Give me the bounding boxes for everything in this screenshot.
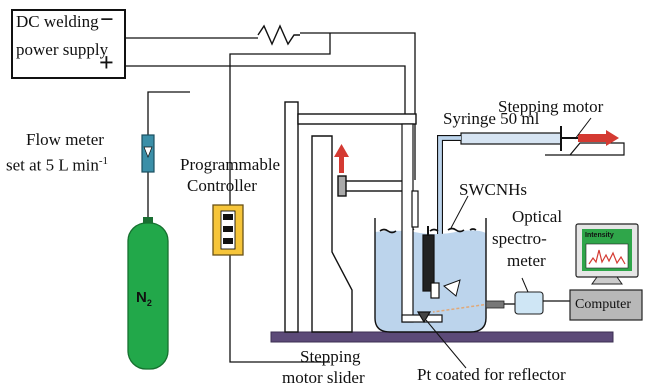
- power-supply-title-line1: DC welding: [16, 12, 99, 31]
- slider-direction-arrow: [334, 144, 349, 173]
- stand-post: [284, 101, 299, 333]
- optical-probe: [485, 300, 505, 309]
- n2-cylinder-valve: [143, 217, 153, 223]
- computer: [569, 223, 643, 321]
- stepping-motor-label: Stepping motor: [498, 97, 604, 116]
- beaker: [374, 218, 487, 333]
- swcnhs-pointer: [450, 195, 469, 229]
- base-plate: [270, 331, 614, 343]
- optical-label-line3: meter: [507, 251, 546, 270]
- syringe-label: Syringe 50 ml: [443, 109, 540, 128]
- computer-label: Computer: [575, 297, 631, 312]
- power-supply-box: [11, 9, 126, 79]
- wiring: [125, 32, 416, 363]
- slider-column: [311, 135, 353, 333]
- stand: [284, 101, 417, 333]
- wire-resistor-to-controller: [229, 33, 331, 363]
- spectrum-trace: [588, 249, 626, 265]
- power-supply-plus: +: [99, 48, 114, 77]
- optical-fiber-beam: [432, 303, 490, 313]
- resistor: [257, 24, 300, 46]
- flow-meter-label-line1: Flow meter: [26, 130, 104, 149]
- flow-meter-label-line2: set at 5 L min-1: [6, 156, 108, 174]
- stand-arm-top: [297, 113, 417, 125]
- swcnhs-label: SWCNHs: [459, 180, 528, 199]
- motor-push-arrow-shaft: [578, 134, 608, 142]
- n2-cylinder: [127, 222, 169, 370]
- flow-meter-rate: set at 5 L min: [6, 155, 99, 175]
- n2-label: N2: [136, 290, 152, 308]
- monitor-intensity-label: Intensity: [585, 232, 614, 239]
- motor-platform: [545, 142, 625, 156]
- n2-symbol: N: [136, 289, 147, 306]
- syringe-assembly: [460, 117, 625, 156]
- slider-label-line1: Stepping: [300, 347, 361, 366]
- reflector-label: Pt coated for reflector: [417, 365, 566, 384]
- reflector: [416, 311, 432, 324]
- laser-tip: [443, 279, 461, 297]
- power-supply-minus: −: [100, 7, 114, 33]
- slider-arm: [342, 180, 406, 192]
- syringe-barrel: [460, 132, 562, 145]
- stepping-motor-pointer: [574, 117, 592, 140]
- controller-label-line1: Programmable: [180, 155, 281, 174]
- optical-label-line1: Optical: [512, 207, 563, 226]
- controller-label-line2: Controller: [187, 176, 257, 195]
- slider-label-line2: motor slider: [282, 368, 365, 387]
- flow-indicator: [143, 146, 153, 158]
- spectrometer-box: [514, 291, 544, 315]
- optical-pointer: [521, 277, 529, 293]
- electrodes: [401, 123, 443, 324]
- slider-block: [337, 175, 347, 197]
- monitor-stand: [591, 276, 623, 285]
- flow-meter-unit-exponent: -1: [98, 155, 109, 167]
- optical-label-line2: spectro-: [492, 229, 547, 248]
- reflector-pointer: [425, 319, 467, 369]
- wire-flow-meter: [147, 91, 190, 220]
- power-supply-title-line2: power supply: [16, 40, 109, 59]
- wire-top-resistor: [125, 32, 416, 180]
- n2-subscript: 2: [146, 298, 152, 308]
- computer-body: [569, 289, 643, 321]
